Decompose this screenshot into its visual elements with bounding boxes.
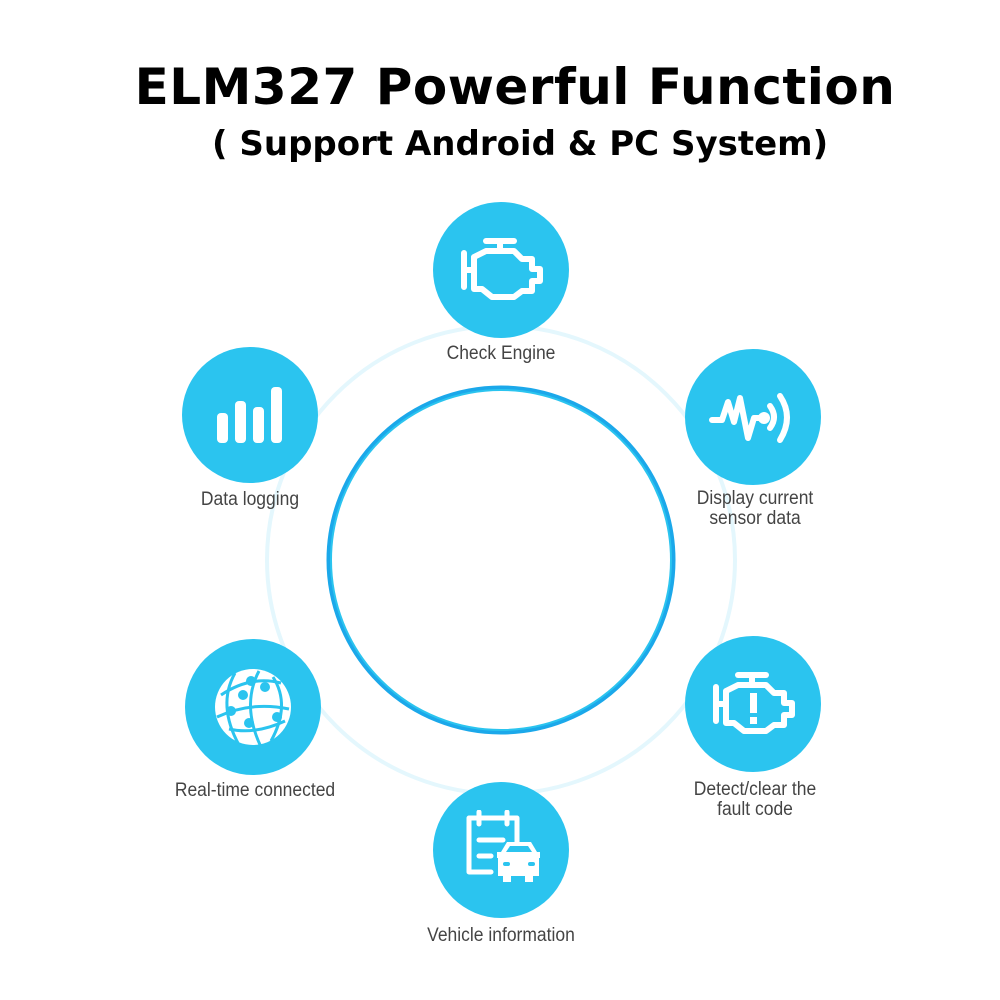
label-sensor-data-line1: Display current	[696, 488, 814, 509]
pulse-signal-icon	[709, 393, 790, 443]
feature-check-engine	[433, 202, 569, 338]
bar-chart-icon	[217, 387, 282, 443]
label-fault-code: Detect/clear the fault code	[663, 780, 847, 820]
label-sensor-data-line2: sensor data	[709, 508, 801, 529]
label-fault-code-line2: fault code	[717, 799, 793, 820]
label-fault-code-line1: Detect/clear the	[693, 779, 817, 800]
engine-warning-icon	[713, 672, 795, 734]
label-data-logging: Data logging	[200, 489, 300, 510]
feature-vehicle-info	[433, 782, 569, 918]
label-real-time: Real-time connected	[174, 780, 336, 801]
label-check-engine: Check Engine	[446, 343, 556, 364]
feature-fault-code	[685, 636, 821, 772]
page-subtitle: ( Support Android & PC System)	[212, 124, 829, 164]
engine-icon	[461, 238, 543, 300]
label-sensor-data: Display current sensor data	[663, 489, 847, 529]
feature-real-time	[185, 639, 321, 775]
page-title: ELM327 Powerful Function	[134, 58, 896, 116]
clipboard-car-icon	[466, 810, 540, 882]
globe-network-icon	[215, 669, 291, 748]
feature-sensor-data	[685, 349, 821, 485]
feature-data-logging	[182, 347, 318, 483]
label-vehicle-info: Vehicle information	[427, 925, 575, 946]
